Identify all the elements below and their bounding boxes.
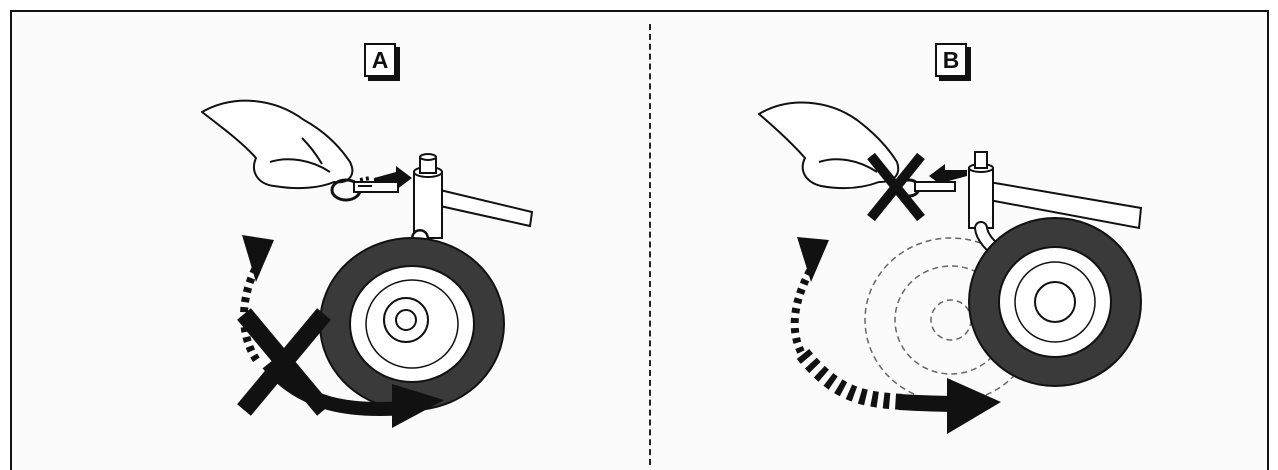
hand [201,99,354,190]
wheel [968,217,1142,387]
panel-b-illustration [758,101,1143,434]
panel-label-a: A [364,43,396,77]
wheel [319,237,505,411]
panel-b: B [651,12,1277,465]
lock-pin [330,178,399,202]
panel-a: A [12,12,638,465]
panel-divider [649,24,651,465]
frame-bar [439,189,534,228]
panel-a-illustration [201,99,534,428]
rotation-arrow [790,237,1001,434]
prohibited-cross-icon [237,308,331,416]
prohibited-cross-icon [867,152,925,222]
pivot-tube [413,153,443,239]
hand [758,101,900,190]
pivot-tube [968,151,994,229]
frame-bar [988,181,1143,230]
panel-label-b: B [935,43,967,77]
